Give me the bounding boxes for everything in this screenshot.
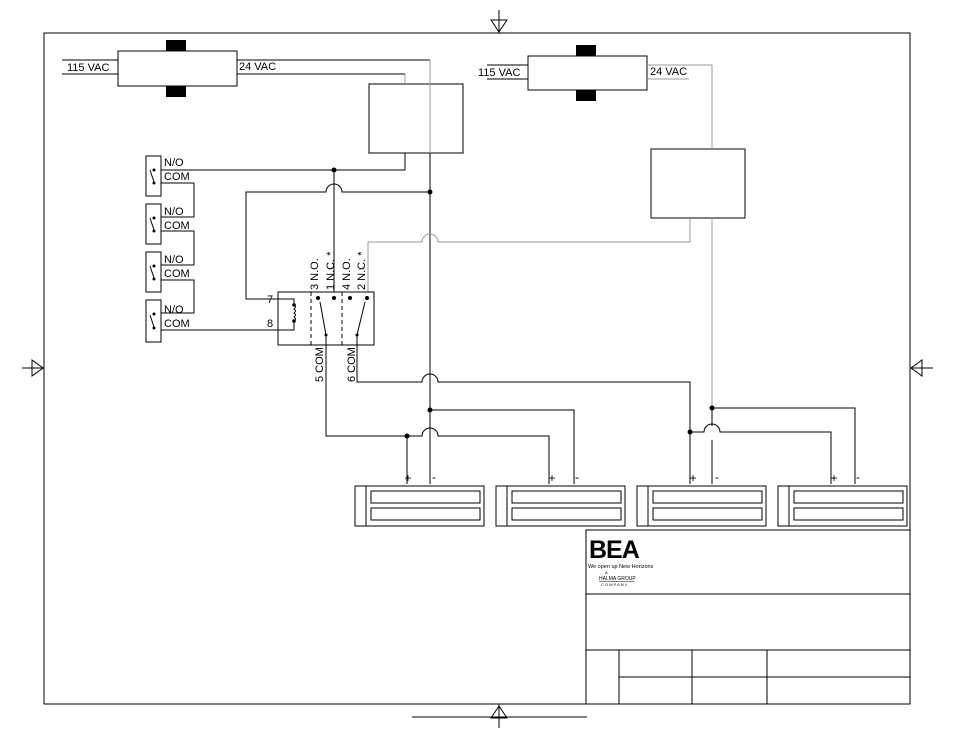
bea-logo-text: BEA bbox=[589, 536, 640, 564]
maglock-2-plus: + bbox=[548, 471, 555, 485]
maglock-4-plus: + bbox=[830, 471, 837, 485]
maglock-2-minus: - bbox=[575, 470, 579, 484]
transformer-2: 115 VAC 24 VAC bbox=[478, 45, 712, 101]
center-mark-bottom bbox=[491, 704, 507, 728]
maglock-1-plus: + bbox=[404, 471, 411, 485]
switch-2-com-label: COM bbox=[164, 220, 190, 232]
bea-logo: BEA We open up New Horizons A HALMA GROU… bbox=[588, 536, 654, 587]
maglock-4-minus: - bbox=[856, 470, 860, 484]
center-mark-right bbox=[910, 360, 933, 376]
relay-contact-4-no: 4 N.O. bbox=[341, 258, 353, 290]
maglock-2: + - bbox=[496, 470, 625, 526]
center-mark-top bbox=[491, 10, 507, 33]
title-block: BEA We open up New Horizons A HALMA GROU… bbox=[586, 530, 910, 704]
relay: 7 8 3 N.O. 1 N.C. * 4 N.O. 2 N.C. * 5 CO… bbox=[267, 251, 374, 382]
relay-contact-2-nc: 2 N.C. * bbox=[356, 251, 368, 290]
switch-3-com-label: COM bbox=[164, 268, 190, 280]
switch-1: N/O COM bbox=[146, 156, 194, 196]
relay-terminal-7: 7 bbox=[267, 294, 273, 306]
power-supply-2 bbox=[651, 149, 745, 218]
wiring bbox=[161, 60, 855, 484]
power-supply-1 bbox=[369, 84, 463, 153]
maglock-4: + - bbox=[778, 470, 907, 526]
bea-tagline: We open up New Horizons bbox=[588, 564, 654, 570]
center-mark-left bbox=[22, 360, 44, 376]
transformer-1-output-label: 24 VAC bbox=[239, 61, 276, 73]
maglock-1-minus: - bbox=[432, 470, 436, 484]
transformer-2-input-label: 115 VAC bbox=[478, 67, 520, 79]
transformer-1-input-label: 115 VAC bbox=[67, 62, 109, 74]
relay-com-6: 6 COM bbox=[346, 347, 358, 382]
switch-2-no-label: N/O bbox=[164, 206, 184, 218]
maglock-1: + - bbox=[355, 470, 484, 526]
maglock-3-minus: - bbox=[715, 470, 719, 484]
maglock-3: + - bbox=[637, 470, 766, 526]
halma-prefix: A bbox=[605, 570, 608, 575]
switch-3-no-label: N/O bbox=[164, 254, 184, 266]
transformer-2-output-label: 24 VAC bbox=[650, 66, 687, 78]
relay-contact-3-no: 3 N.O. bbox=[309, 258, 321, 290]
halma-company: C O M P A N Y bbox=[601, 582, 628, 587]
relay-terminal-8: 8 bbox=[267, 318, 273, 330]
switch-4: N/O COM bbox=[146, 300, 190, 342]
maglock-3-plus: + bbox=[689, 471, 696, 485]
switch-4-no-label: N/O bbox=[164, 304, 184, 316]
switch-4-com-label: COM bbox=[164, 318, 190, 330]
switch-1-no-label: N/O bbox=[164, 157, 184, 169]
drawing-border bbox=[44, 33, 910, 704]
relay-contact-1-nc: 1 N.C. * bbox=[325, 251, 337, 290]
switch-1-com-label: COM bbox=[164, 171, 190, 183]
relay-com-5: 5 COM bbox=[314, 347, 326, 382]
